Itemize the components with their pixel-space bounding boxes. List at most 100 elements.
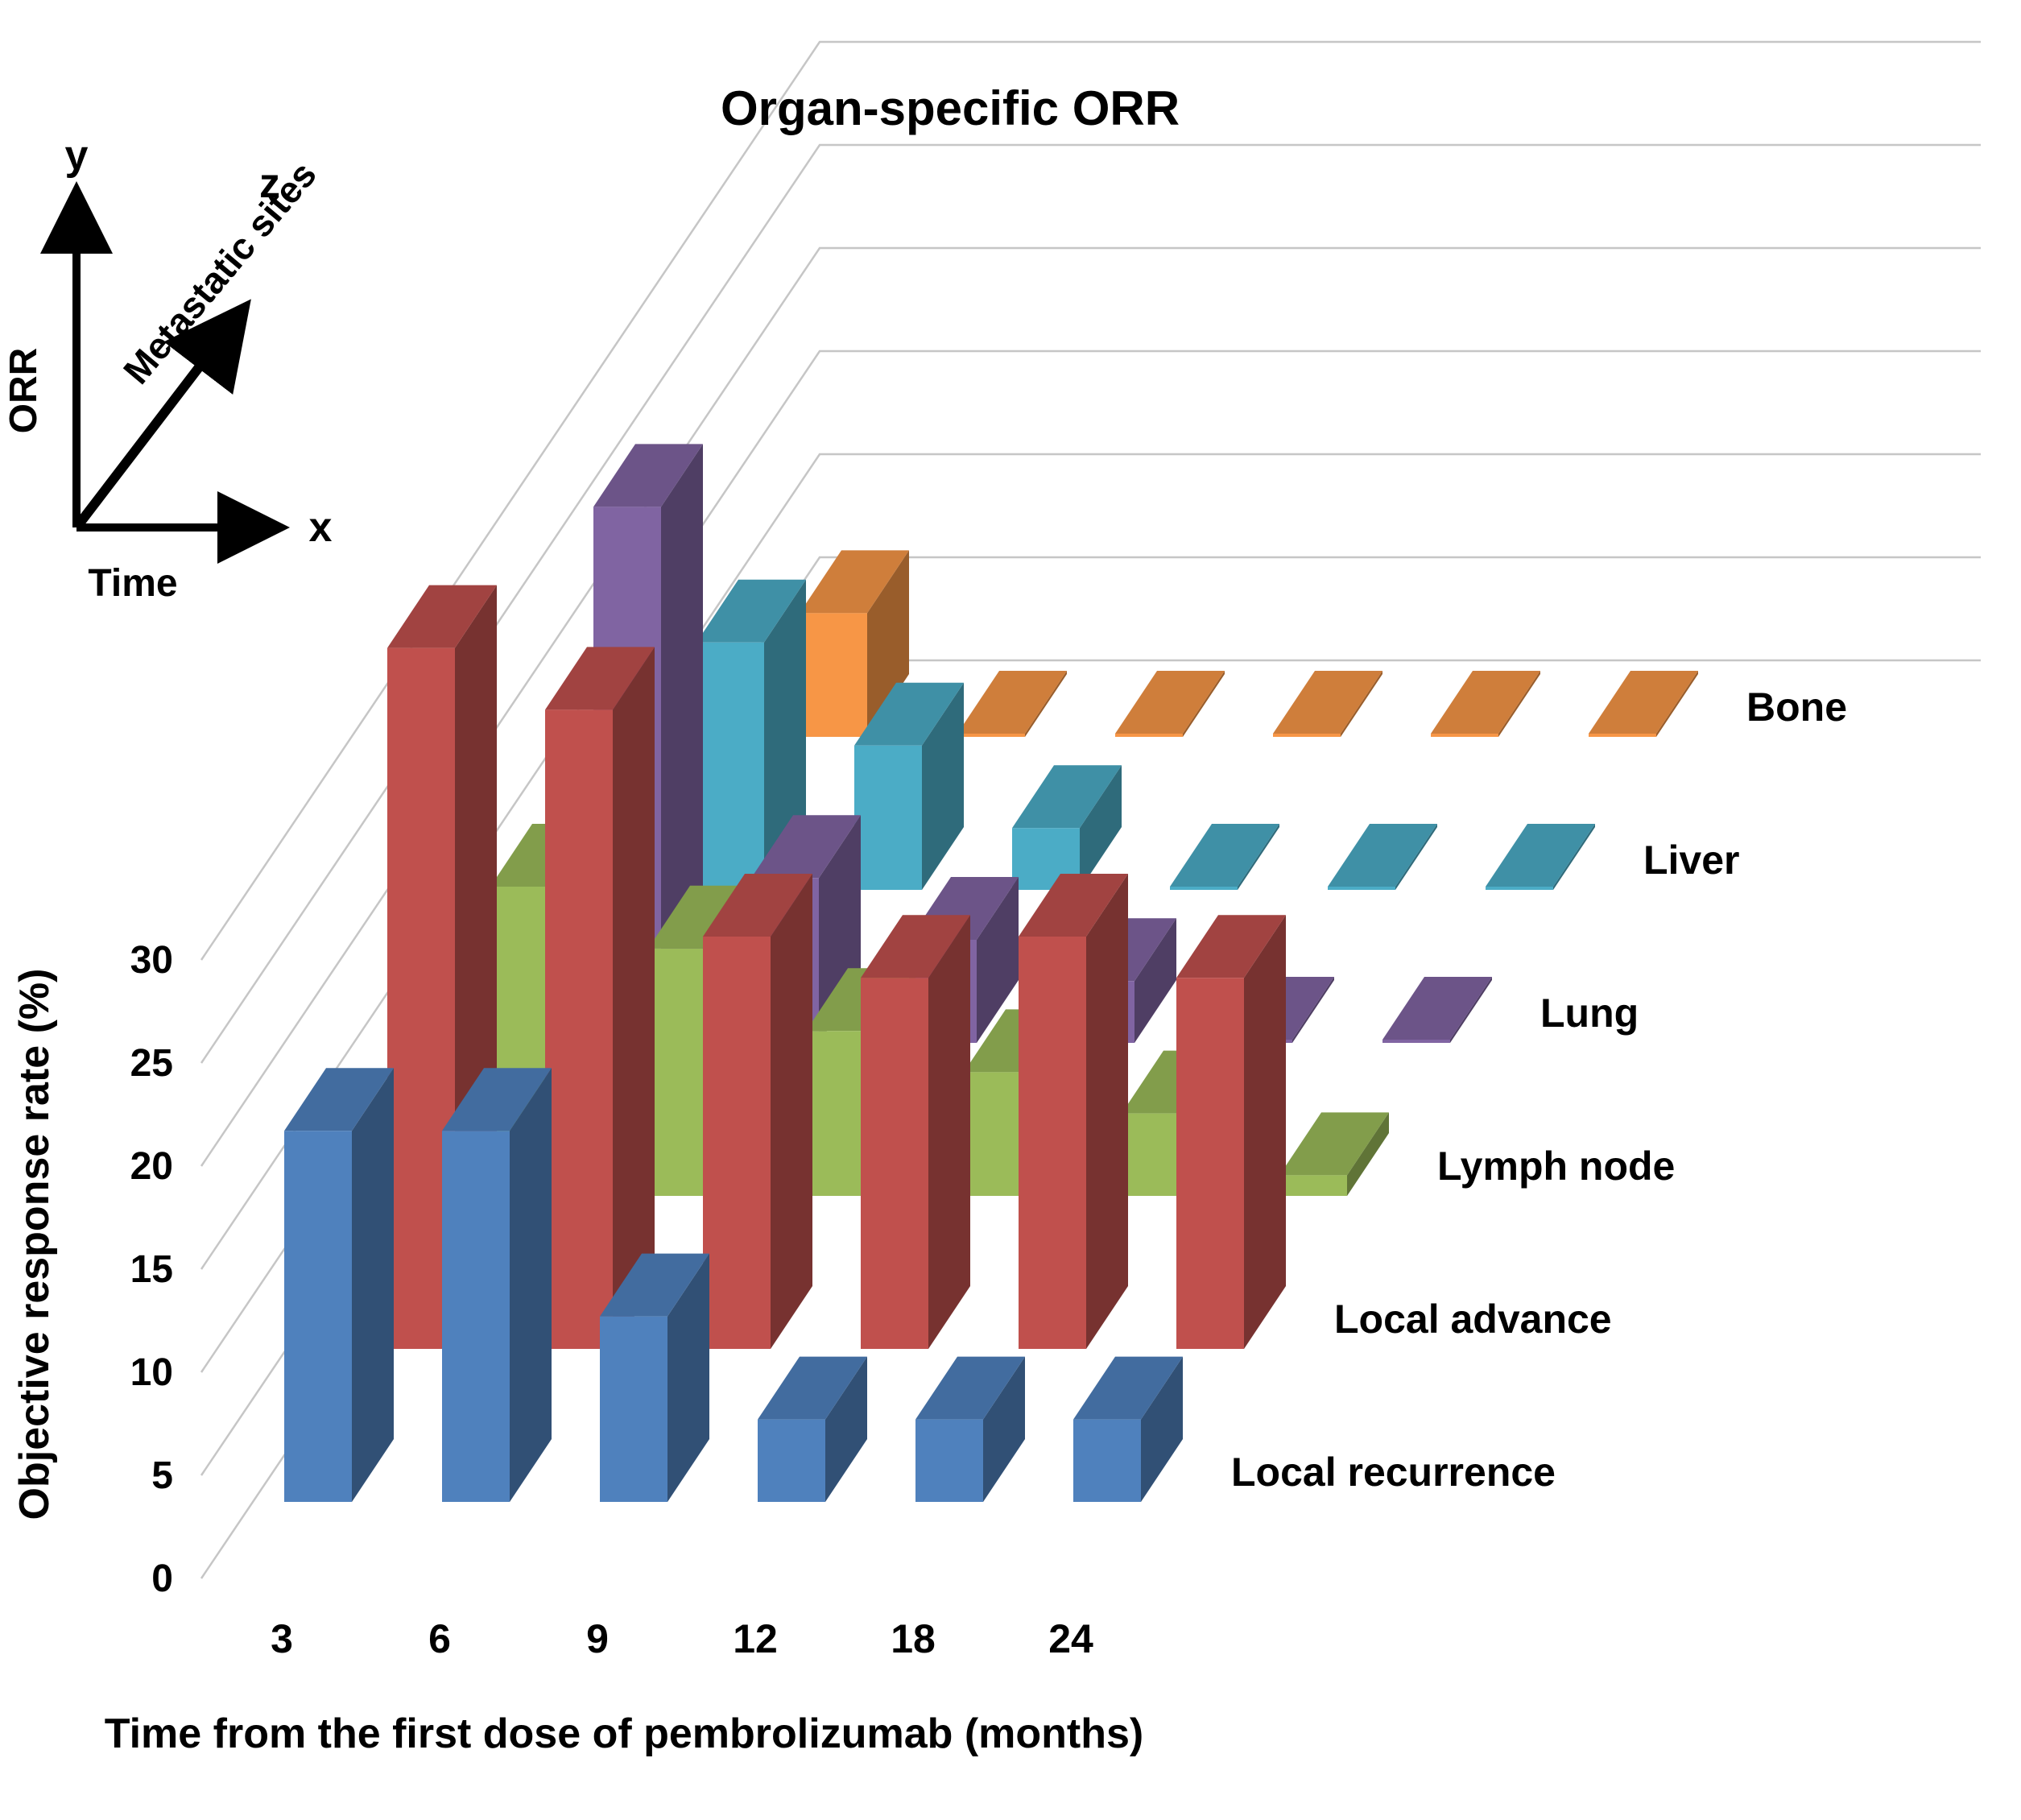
bar-top-face — [1328, 824, 1437, 887]
bar-front-face — [648, 948, 716, 1196]
x-tick-label-18: 18 — [891, 1616, 936, 1661]
bar-bone-24mo — [1589, 671, 1698, 737]
bar-top-face — [1279, 1112, 1389, 1176]
z-arrow — [72, 299, 251, 531]
bar-top-face — [1431, 671, 1540, 734]
y-tick-label-5: 5 — [151, 1454, 173, 1497]
bar-front-face — [1170, 887, 1238, 890]
bar-top-face — [800, 550, 909, 614]
bar-front-face — [1382, 1040, 1450, 1043]
x-axis-letter: x — [309, 504, 333, 551]
bar-top-face — [758, 1356, 867, 1420]
bar-local-recurrence-6mo — [442, 1068, 552, 1502]
bar-local-recurrence-12mo — [758, 1356, 867, 1502]
bar-top-face — [1170, 824, 1279, 887]
bar-lymph-node-24mo — [1279, 1112, 1389, 1196]
bar-top-face — [703, 874, 812, 937]
bar-bone-3mo — [800, 550, 909, 737]
bar-front-face — [1431, 734, 1498, 737]
bar-front-face — [758, 1419, 825, 1502]
bar-side-face — [825, 1356, 867, 1502]
bar-side-face — [1553, 824, 1595, 890]
bar-front-face — [964, 1072, 1031, 1196]
bar-side-face — [1395, 824, 1437, 890]
bar-front-face — [1279, 1175, 1347, 1196]
bar-side-face — [1656, 671, 1698, 737]
bar-liver-24mo — [1486, 824, 1595, 890]
bar-front-face — [1176, 978, 1244, 1349]
bar-top-face — [1273, 671, 1382, 734]
bar-side-face — [1080, 765, 1122, 890]
bar-top-face — [861, 915, 970, 978]
bar-bone-9mo — [1115, 671, 1225, 737]
bar-top-face — [1382, 977, 1492, 1040]
y-tick-label-15: 15 — [130, 1248, 173, 1291]
bar-front-face — [1273, 734, 1341, 737]
z-axis-letter: z — [259, 160, 280, 207]
bar-top-face — [600, 1253, 709, 1317]
legend-label-local-advance: Local advance — [1334, 1297, 1612, 1342]
bar-side-face — [1341, 671, 1382, 737]
bar-front-face — [284, 1131, 352, 1502]
y-tick-label-0: 0 — [151, 1557, 173, 1600]
bar-top-face — [915, 1356, 1025, 1420]
bar-front-face — [1073, 1419, 1141, 1502]
bar-side-face — [1141, 1356, 1183, 1502]
bar-front-face — [387, 647, 455, 1349]
series-bone — [800, 550, 1698, 737]
axis-orientation-diagram: y z x ORR Metastatic sites Time — [2, 132, 333, 605]
x-tick-label-12: 12 — [733, 1616, 778, 1661]
bar-top-face — [1019, 874, 1128, 937]
bar-local-recurrence-3mo — [284, 1068, 394, 1502]
bar-side-face — [928, 915, 970, 1349]
bar-front-face — [861, 978, 928, 1349]
bar-front-face — [703, 937, 771, 1349]
bar-front-face — [1122, 1113, 1189, 1196]
y-tick-label-30: 30 — [130, 939, 173, 982]
metastatic-sites-label: Metastatic sites — [115, 154, 324, 392]
x-axis-title: Time from the first dose of pembrolizuma… — [105, 1710, 1143, 1757]
bar-bone-12mo — [1273, 671, 1382, 737]
bar-top-face — [1115, 671, 1225, 734]
bar-top-face — [751, 815, 861, 879]
legend-label-local-recurrence: Local recurrence — [1231, 1450, 1556, 1495]
bar-side-face — [1292, 977, 1334, 1043]
bar-side-face — [1238, 824, 1279, 890]
bar-front-face — [1486, 887, 1553, 890]
bar-side-face — [1498, 671, 1540, 737]
bar-top-face — [1486, 824, 1595, 887]
y-axis-title: Objective response rate (%) — [11, 969, 58, 1520]
bar-front-face — [442, 1131, 510, 1502]
bar-top-face — [854, 682, 964, 746]
bar-local-recurrence-9mo — [600, 1253, 709, 1502]
bar-top-face — [1176, 915, 1286, 978]
time-axis-label: Time — [88, 562, 177, 605]
bar-local-advance-9mo — [703, 874, 812, 1349]
y-tick-label-25: 25 — [130, 1042, 173, 1085]
bar-local-recurrence-18mo — [915, 1356, 1025, 1502]
bar-bone-6mo — [957, 671, 1067, 737]
bar-side-face — [1244, 915, 1286, 1349]
bar-side-face — [922, 682, 964, 890]
bar-top-face — [1012, 765, 1122, 829]
bar-side-face — [977, 877, 1019, 1043]
bar-front-face — [915, 1419, 983, 1502]
bar-liver-12mo — [1170, 824, 1279, 890]
bar-bone-18mo — [1431, 671, 1540, 737]
bar-side-face — [983, 1356, 1025, 1502]
bar-front-face — [957, 734, 1025, 737]
bar-top-face — [442, 1068, 552, 1131]
x-tick-label-9: 9 — [586, 1616, 609, 1661]
bar-side-face — [1450, 977, 1492, 1043]
bars — [284, 444, 1698, 1502]
bar-top-face — [957, 671, 1067, 734]
bar-side-face — [667, 1253, 709, 1502]
bar-local-advance-6mo — [545, 647, 655, 1349]
series-local-advance — [387, 585, 1286, 1349]
bar-top-face — [1589, 671, 1698, 734]
bar-side-face — [1183, 671, 1225, 737]
bar-side-face — [867, 550, 909, 737]
bar-side-face — [352, 1068, 394, 1502]
